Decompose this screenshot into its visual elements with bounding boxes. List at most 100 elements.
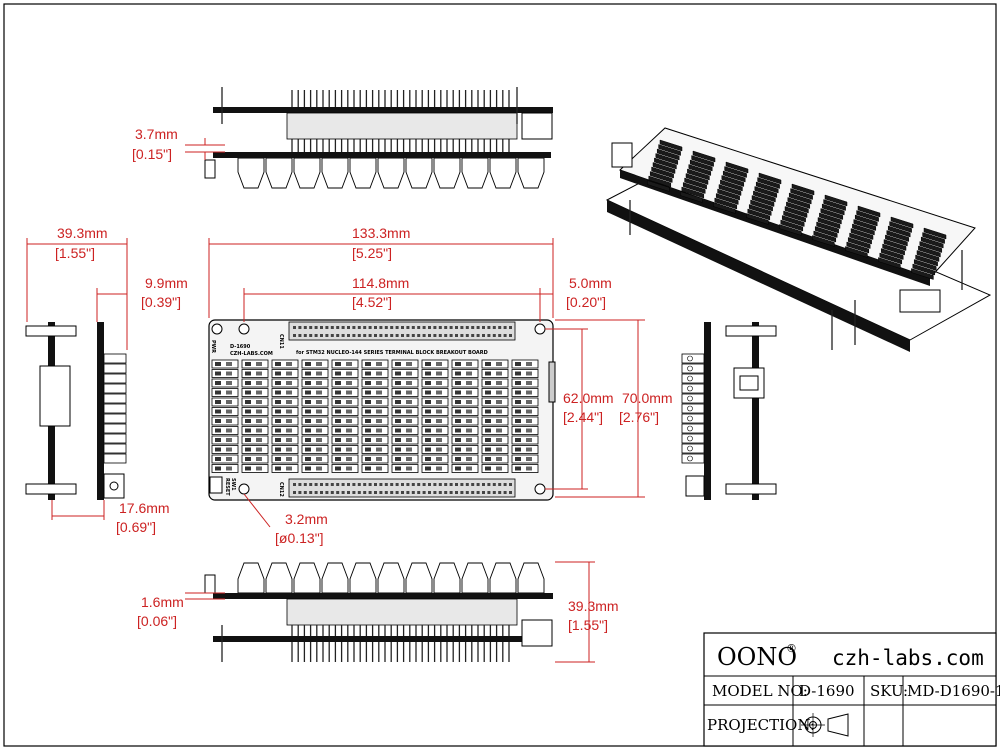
- iso-terminal-block: [788, 192, 812, 205]
- header-pad: [336, 326, 340, 329]
- header-pad: [374, 326, 377, 329]
- terminal-block-clamp: [335, 362, 341, 366]
- iso-terminal-block: [845, 246, 868, 258]
- terminal-block-clamp: [275, 400, 281, 404]
- right-standoff-bottom: [725, 483, 777, 495]
- terminal-block-clamp: [335, 457, 341, 461]
- header-pad: [476, 491, 480, 494]
- terminal-block-clamp: [455, 362, 461, 366]
- iso-terminal-block: [691, 155, 714, 167]
- terminal-block-clamp: [245, 466, 251, 471]
- iso-terminal-block: [755, 181, 779, 194]
- terminal-block-clamp: [395, 400, 401, 404]
- terminal-block: [271, 397, 299, 407]
- terminal-block: [451, 388, 479, 397]
- header-pad: [417, 491, 421, 494]
- terminal-block-screw: [466, 381, 472, 385]
- right-ethernet-socket: [739, 375, 759, 391]
- terminal-block-screw: [376, 362, 382, 366]
- right-nucleo-pcb: [752, 322, 759, 500]
- terminal-block-clamp: [485, 438, 491, 442]
- terminal-block-screw: [526, 371, 532, 376]
- terminal-block: [271, 359, 299, 369]
- header-pad: [503, 326, 507, 329]
- header-pad: [303, 483, 307, 486]
- terminal-block-screw: [496, 447, 502, 452]
- terminal-block-clamp: [365, 447, 371, 452]
- header-pad: [330, 326, 334, 329]
- terminal-block-clamp: [455, 409, 461, 414]
- terminal-block: [271, 378, 299, 388]
- dim-side-offset-mm: 9.9mm: [145, 275, 188, 291]
- terminal-block-screw: [376, 381, 382, 385]
- terminal-block-clamp: [305, 371, 311, 376]
- terminal-block-screw: [286, 419, 292, 423]
- header-pad: [336, 483, 340, 486]
- terminal-block-clamp: [515, 428, 521, 433]
- terminal-block-screw: [526, 390, 532, 395]
- terminal-block: [331, 397, 359, 407]
- iso-terminal-block: [713, 202, 736, 214]
- terminal-block: [301, 416, 329, 426]
- dim-pcb-thickness-inch: [0.06"]: [137, 613, 177, 629]
- terminal-block-screw: [286, 447, 292, 452]
- terminal-block: [511, 397, 539, 407]
- silk-title: for STM32 NUCLEO-144 SERIES TERMINAL BLO…: [296, 350, 488, 356]
- header-pad: [444, 326, 448, 329]
- header-cn12: [288, 478, 516, 498]
- header-pad: [395, 483, 399, 486]
- terminal-block-profile: [321, 562, 349, 594]
- iso-terminal-block: [879, 252, 903, 265]
- terminal-block: [211, 454, 239, 464]
- terminal-block-screw: [466, 419, 472, 423]
- terminal-block-screw: [406, 381, 412, 385]
- terminal-block-clamp: [245, 438, 251, 442]
- terminal-block-clamp: [245, 457, 251, 461]
- terminal-block: [241, 369, 269, 378]
- terminal-block: [301, 407, 329, 416]
- dim-hole-spacing-x-inch: [4.52"]: [352, 294, 392, 310]
- header-pad: [406, 491, 410, 494]
- iso-terminal-block: [812, 235, 835, 247]
- header-pad: [509, 491, 512, 494]
- terminal-block: [511, 407, 539, 416]
- terminal-block-screw: [436, 466, 442, 471]
- header-pad: [509, 483, 512, 486]
- terminal-block: [391, 397, 419, 407]
- terminal-screw: [687, 365, 693, 372]
- terminal-block-profile: [489, 562, 517, 594]
- iso-terminal-block: [889, 221, 912, 233]
- terminal-block-screw: [526, 409, 532, 414]
- terminal-block-screw: [346, 390, 352, 395]
- iso-terminal-block: [856, 210, 879, 222]
- terminal-block-screw: [406, 447, 412, 452]
- terminal-block: [511, 369, 539, 378]
- title-block: OONO ® czh-labs.com MODEL NO: D-1690 SKU…: [703, 632, 1000, 747]
- header-pad: [379, 491, 383, 494]
- terminal-block-screw: [436, 362, 442, 366]
- iso-terminal-block: [715, 193, 739, 205]
- terminal-block-clamp: [425, 400, 431, 404]
- dim-side-depth-mm: 17.6mm: [119, 500, 170, 516]
- iso-terminal-block: [754, 186, 778, 198]
- terminal-block-screw: [526, 466, 532, 471]
- terminal-block-side: [681, 353, 705, 364]
- terminal-block-screw: [346, 362, 352, 366]
- header-pad: [368, 491, 372, 494]
- dim-length-mm: 133.3mm: [352, 225, 410, 241]
- terminal-block: [391, 426, 419, 435]
- terminal-block-screw: [346, 428, 352, 433]
- terminal-block-clamp: [515, 362, 521, 366]
- iso-terminal-block: [816, 221, 839, 234]
- terminal-block-screw: [496, 457, 502, 461]
- dim-length-inch: [5.25"]: [352, 245, 392, 261]
- terminal-block: [271, 445, 299, 454]
- terminal-block-clamp: [275, 409, 281, 414]
- iso-terminal-block: [655, 153, 679, 165]
- terminal-block-clamp: [395, 428, 401, 433]
- header-pad: [363, 326, 367, 329]
- terminal-block-side: [103, 413, 127, 424]
- iso-terminal-block: [878, 257, 901, 269]
- terminal-block-side: [681, 383, 705, 394]
- terminal-block: [331, 359, 359, 369]
